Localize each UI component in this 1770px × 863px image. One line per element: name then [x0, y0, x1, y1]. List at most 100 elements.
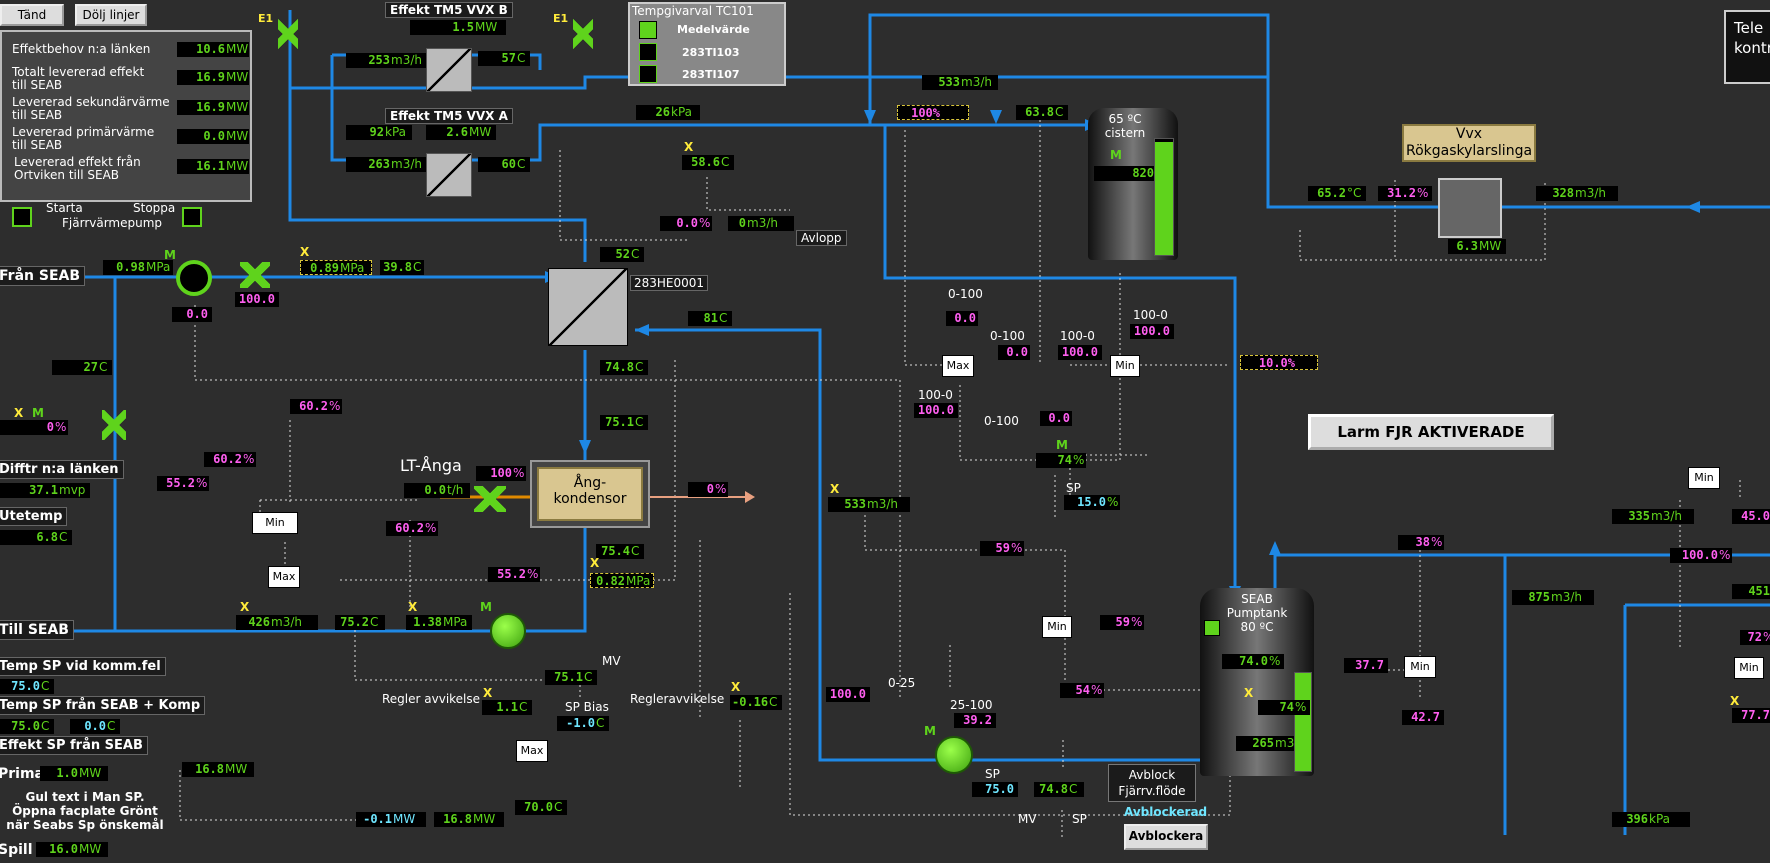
x-marker: X [830, 482, 840, 496]
value-392: 39.2 [954, 713, 996, 728]
stoppa-pump-checkbox[interactable] [182, 207, 202, 227]
pressure-138: 1.38MPa [406, 615, 472, 630]
max-block[interactable]: Max [516, 740, 548, 762]
temp-sp-komm-label: Temp SP vid komm.fel [0, 657, 166, 676]
fjarrvarmepump-label: Fjärrvärmepump [62, 216, 163, 230]
m-marker: M [480, 600, 492, 614]
valve-icon[interactable] [573, 18, 593, 50]
flow-875: 875m3/h [1512, 590, 1594, 605]
info-row-value: 10.6MW [177, 42, 249, 57]
gul-text-note: Gul text i Man SP. Öppna facplate Grönt … [6, 790, 164, 832]
rokgas-exchanger[interactable] [1438, 178, 1502, 238]
sp-15: 15.0% [1064, 495, 1120, 510]
info-row-label: Effektbehov n:a länken [12, 42, 151, 56]
option-medelvarde-label: Medelvärde [677, 23, 750, 36]
flow-426: 426m3/h [236, 615, 318, 630]
min-block[interactable]: Min [1404, 656, 1436, 678]
value-450: 45.0 [1732, 509, 1770, 524]
tele-kontr-label: Tele kontr [1734, 19, 1770, 57]
temp-sp-komp-value: 0.0C [70, 719, 120, 734]
value-427: 42.7 [1402, 710, 1444, 725]
starta-pump-checkbox[interactable] [12, 207, 32, 227]
x-marker: X [684, 140, 694, 154]
mv-label: MV [1018, 812, 1037, 826]
x-marker: X [590, 556, 600, 570]
larm-button[interactable]: Larm FJR AKTIVERADE [1308, 414, 1554, 450]
dolj-linjer-button[interactable]: Dölj linjer [75, 4, 147, 26]
pumptank-level: 74.0% [1222, 654, 1284, 669]
output-10-pct: 10.0% [1240, 355, 1318, 370]
vvxa-pressure: 92kPa [346, 125, 412, 140]
option-medelvarde-box[interactable] [639, 21, 657, 39]
tand-button[interactable]: Tänd [0, 4, 64, 26]
heat-exchanger-a[interactable] [426, 153, 472, 197]
valve-icon[interactable] [278, 18, 298, 50]
regleravv-value: -0.16C [730, 695, 782, 710]
pumptank[interactable]: SEAB Pumptank 80 ºC 74.0% 265m3 [1200, 588, 1314, 776]
heat-exchanger-283he0001[interactable] [548, 268, 628, 346]
x-marker: X [14, 406, 24, 420]
cistern-label: 65 ºC cistern [1104, 112, 1146, 140]
difftr-value: 37.1mvp [0, 483, 90, 498]
kondensor-out-pct: 0% [688, 482, 728, 497]
kondensor[interactable]: Ång- kondensor [530, 460, 650, 528]
min-block[interactable]: Min [1110, 355, 1140, 377]
steam-valve-icon[interactable] [474, 486, 506, 512]
avblock-fjarrv-button[interactable]: Avblock Fjärrv.flöde [1108, 764, 1196, 802]
kondensor-label: Ång- kondensor [537, 467, 643, 521]
range-label: 100-0 [1133, 308, 1168, 322]
vvxb-flow: 253m3/h [346, 53, 438, 68]
pct-72: 72% [1740, 630, 1770, 645]
value-1000-d: 100.0 [826, 687, 870, 702]
control-valve-icon[interactable] [240, 262, 270, 288]
heat-exchanger-b[interactable] [426, 48, 472, 92]
pct-777: 77.7 [1732, 708, 1770, 723]
value-00-d: 0.0 [1040, 411, 1072, 426]
info-row-label: Levererad sekundärvärme till SEAB [12, 95, 170, 122]
option-283ti103-box[interactable] [639, 43, 657, 61]
tele-kontr-panel[interactable]: Tele kontr [1724, 10, 1770, 84]
pump-icon[interactable] [176, 260, 212, 296]
regler-avv-value: 1.1C [482, 700, 532, 715]
vvxa-title: Effekt TM5 VVX A [385, 108, 513, 124]
min-block[interactable]: Min [1688, 467, 1720, 489]
seab-pump-icon[interactable] [935, 736, 973, 774]
pressure-089: 0.89MPa [300, 260, 372, 275]
lt-anga-pct: 100% [476, 466, 526, 481]
regleravvikelse-label: Regleravvikelse [630, 692, 725, 706]
vvxb-temp: 57C [478, 51, 530, 66]
pressure-26: 26kPa [636, 105, 700, 120]
flow-533-top: 533m3/h [922, 75, 998, 90]
min-block[interactable]: Min [1734, 657, 1764, 679]
circulation-pump-icon[interactable] [490, 613, 526, 649]
range-label: 100-0 [1060, 329, 1095, 343]
lt-anga-label: LT-Ånga [400, 456, 462, 475]
tempgivarval-panel[interactable]: Tempgivarval TC101 Medelvärde 283TI103 2… [628, 2, 786, 86]
info-row-value: 16.9MW [177, 100, 249, 115]
temp-81: 81C [688, 311, 732, 326]
bypass-valve-icon[interactable] [102, 410, 126, 440]
pct-74-tank: 74% [1258, 700, 1310, 715]
temp-sp-seab-label: Temp SP från SEAB + Komp [0, 696, 206, 715]
info-row-label: Levererad effekt från Ortviken till SEAB [14, 155, 141, 182]
vvxb-power: 1.5MW [410, 20, 506, 35]
prima-label: Prima [0, 766, 44, 782]
vvx-rok-label[interactable]: Vvx Rökgaskylarslinga [1402, 124, 1536, 162]
min-block[interactable]: Min [1042, 616, 1072, 638]
min-block[interactable]: Min [252, 512, 298, 534]
range-label: 25-100 [950, 698, 993, 712]
spill-value: 16.0MW [36, 842, 108, 857]
effekt-sp-label: Effekt SP från SEAB [0, 736, 148, 755]
temp-748: 74.8C [600, 360, 648, 375]
value-00-c: 0.0 [998, 345, 1030, 360]
pressure-396: 396kPa [1612, 812, 1690, 827]
cistern-tank[interactable]: 65 ºC cistern M 820 [1088, 108, 1178, 260]
option-283ti107-box[interactable] [639, 65, 657, 83]
max-block[interactable]: Max [268, 566, 300, 588]
max-block[interactable]: Max [942, 355, 974, 377]
range-label: 0-25 [888, 676, 916, 690]
value-377: 37.7 [1344, 658, 1388, 673]
pct-100-top: 100% [897, 105, 969, 120]
avblockera-button[interactable]: Avblockera [1124, 824, 1208, 850]
seab-pressure: 0.98MPa [103, 260, 173, 275]
